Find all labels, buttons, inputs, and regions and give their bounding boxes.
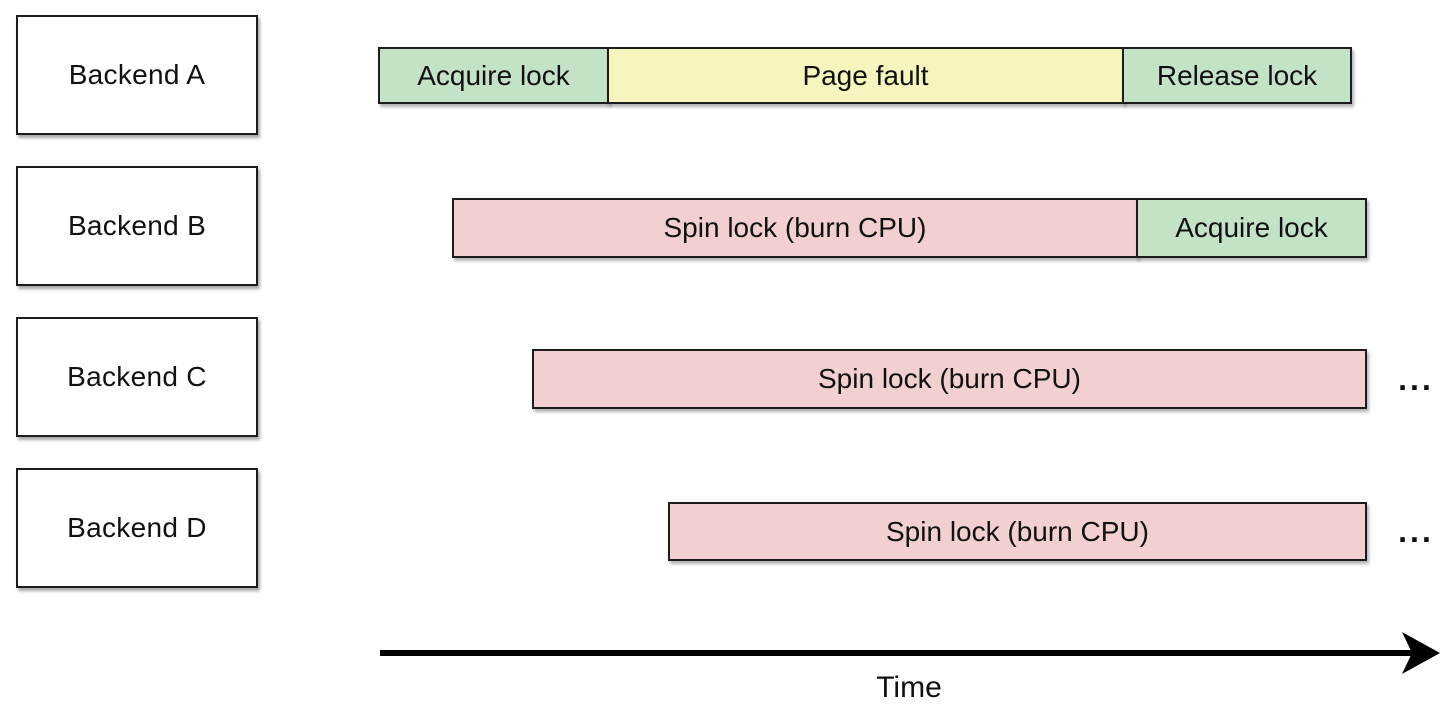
backend-a-box: Backend A (16, 15, 258, 135)
backend-c-label: Backend C (67, 361, 207, 392)
time-axis-arrow (380, 632, 1440, 674)
backend-a-page-fault-segment: Page fault (607, 47, 1124, 104)
backend-a-acquire-lock-segment: Acquire lock (378, 47, 609, 104)
backend-d-label: Backend D (67, 512, 207, 543)
backend-d-spin-lock-segment: Spin lock (burn CPU) (668, 502, 1367, 561)
backend-b-acquire-lock-segment: Acquire lock (1136, 198, 1367, 258)
backend-c-spin-lock-segment: Spin lock (burn CPU) (532, 349, 1367, 409)
segment-label: Spin lock (burn CPU) (886, 515, 1149, 547)
backend-a-label: Backend A (68, 59, 206, 90)
backend-c-box: Backend C (16, 317, 258, 437)
backend-d-continuation-ellipsis: ... (1398, 513, 1434, 549)
backend-c-continuation-ellipsis: ... (1398, 360, 1434, 397)
backend-d-box: Backend D (16, 468, 258, 588)
segment-label: Spin lock (burn CPU) (663, 212, 927, 243)
backend-b-box: Backend B (16, 166, 258, 286)
segment-label: Acquire lock (1175, 212, 1328, 243)
segment-label: Acquire lock (417, 59, 570, 91)
backend-a-release-lock-segment: Release lock (1122, 47, 1352, 104)
backend-b-label: Backend B (67, 210, 207, 241)
segment-label: Release lock (1156, 59, 1318, 91)
segment-label: Spin lock (burn CPU) (818, 363, 1081, 394)
segment-label: Page fault (802, 59, 929, 91)
backend-b-spin-lock-segment: Spin lock (burn CPU) (452, 198, 1138, 258)
time-axis-label: Time (876, 671, 942, 704)
